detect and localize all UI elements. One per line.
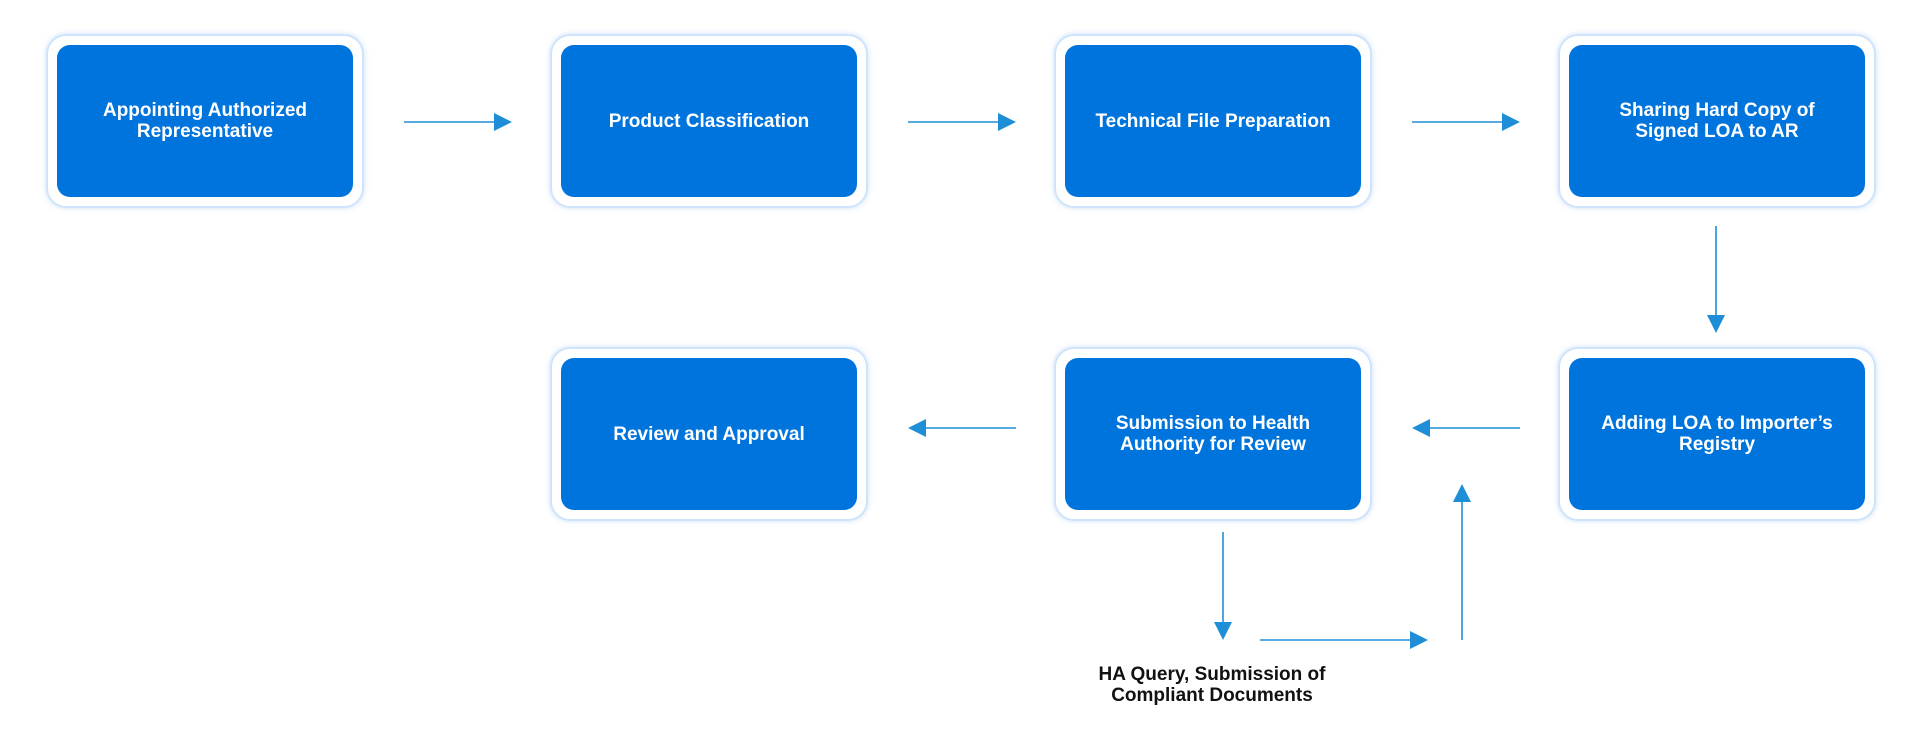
step-submission-to-health-authority: Submission to Health Authority for Revie…: [1054, 347, 1372, 521]
arrow-head: [1453, 484, 1471, 502]
arrow-head: [1412, 419, 1430, 437]
arrow-submit-to-review: [908, 419, 1016, 437]
step-box: Appointing Authorized Representative: [57, 45, 353, 197]
step-sharing-signed-loa: Sharing Hard Copy of Signed LOA to AR: [1558, 34, 1876, 208]
step-label: Submission to Health Authority for Revie…: [1115, 413, 1311, 455]
arrow-head: [998, 113, 1016, 131]
step-box: Adding LOA to Importer’s Registry: [1569, 358, 1865, 510]
arrow-classify-to-techfile: [908, 113, 1016, 131]
arrow-head: [494, 113, 512, 131]
arrow-loa-share-to-loa-add: [1707, 226, 1725, 333]
arrow-head: [908, 419, 926, 437]
step-box: Submission to Health Authority for Revie…: [1065, 358, 1361, 510]
step-product-classification: Product Classification: [550, 34, 868, 208]
step-review-and-approval: Review and Approval: [550, 347, 868, 521]
step-appointing-authorized-representative: Appointing Authorized Representative: [46, 34, 364, 208]
arrow-head: [1214, 622, 1232, 640]
step-adding-loa-to-registry: Adding LOA to Importer’s Registry: [1558, 347, 1876, 521]
arrow-techfile-to-loa-share: [1412, 113, 1520, 131]
arrow-query-up-to-submit: [1453, 484, 1471, 640]
arrow-appoint-to-classify: [404, 113, 512, 131]
step-label: Technical File Preparation: [1095, 110, 1331, 132]
arrow-head: [1410, 631, 1428, 649]
step-box: Technical File Preparation: [1065, 45, 1361, 197]
arrow-head: [1707, 315, 1725, 333]
step-label: Review and Approval: [613, 423, 805, 445]
arrow-query-to-right: [1260, 631, 1428, 649]
step-box: Review and Approval: [561, 358, 857, 510]
step-label: Appointing Authorized Representative: [102, 100, 308, 142]
step-label: Sharing Hard Copy of Signed LOA to AR: [1619, 100, 1815, 142]
arrow-submit-to-query: [1214, 532, 1232, 640]
step-technical-file-preparation: Technical File Preparation: [1054, 34, 1372, 208]
arrow-head: [1502, 113, 1520, 131]
ha-query-note: HA Query, Submission of Compliant Docume…: [1098, 664, 1326, 706]
arrow-loa-add-to-submit: [1412, 419, 1520, 437]
step-label: Adding LOA to Importer’s Registry: [1601, 413, 1833, 455]
step-box: Product Classification: [561, 45, 857, 197]
step-label: Product Classification: [608, 110, 810, 132]
step-box: Sharing Hard Copy of Signed LOA to AR: [1569, 45, 1865, 197]
